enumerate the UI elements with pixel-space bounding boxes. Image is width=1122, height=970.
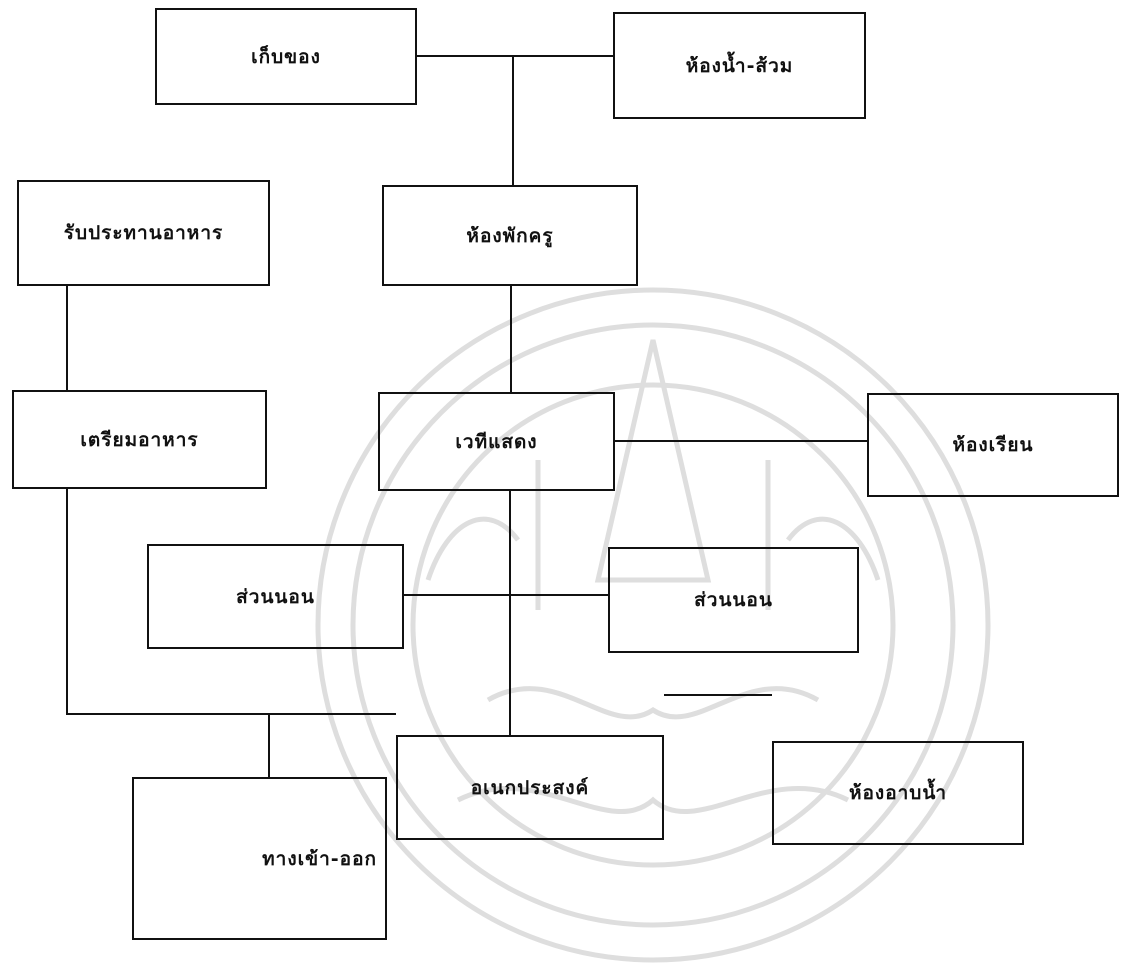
- node-food-prep: เตรียมอาหาร: [12, 390, 267, 489]
- node-sleep-right: ส่วนนอน: [608, 547, 859, 653]
- node-sleep-left: ส่วนนอน: [147, 544, 404, 649]
- connector-food-prep-down: [66, 489, 68, 715]
- node-classroom: ห้องเรียน: [867, 393, 1119, 497]
- connector-multipurpose-bathroom: [664, 694, 772, 696]
- diagram-canvas: เก็บของ ห้องน้ำ-ส้วม รับประทานอาหาร ห้อง…: [12, 8, 1119, 963]
- connector-stage-multipurpose: [509, 491, 511, 735]
- node-storage: เก็บของ: [155, 8, 417, 105]
- node-multipurpose: อเนกประสงค์: [396, 735, 664, 840]
- connector-storage-restroom: [417, 55, 613, 57]
- connector-dining-food-prep: [66, 286, 68, 390]
- connector-teacher-room-stage: [510, 286, 512, 392]
- node-restroom: ห้องน้ำ-ส้วม: [613, 12, 866, 119]
- connector-junction-teacher-room: [512, 55, 514, 185]
- connector-sleep-left-sleep-right: [404, 594, 608, 596]
- connector-stage-classroom: [615, 440, 867, 442]
- connector-food-prep-multipurpose: [66, 713, 396, 715]
- node-entrance: ทางเข้า-ออก: [132, 777, 387, 940]
- node-teacher-room: ห้องพักครู: [382, 185, 638, 286]
- node-dining: รับประทานอาหาร: [17, 180, 270, 286]
- node-stage: เวทีแสดง: [378, 392, 615, 491]
- connector-junction-entrance: [268, 713, 270, 777]
- node-bathroom: ห้องอาบน้ำ: [772, 741, 1024, 845]
